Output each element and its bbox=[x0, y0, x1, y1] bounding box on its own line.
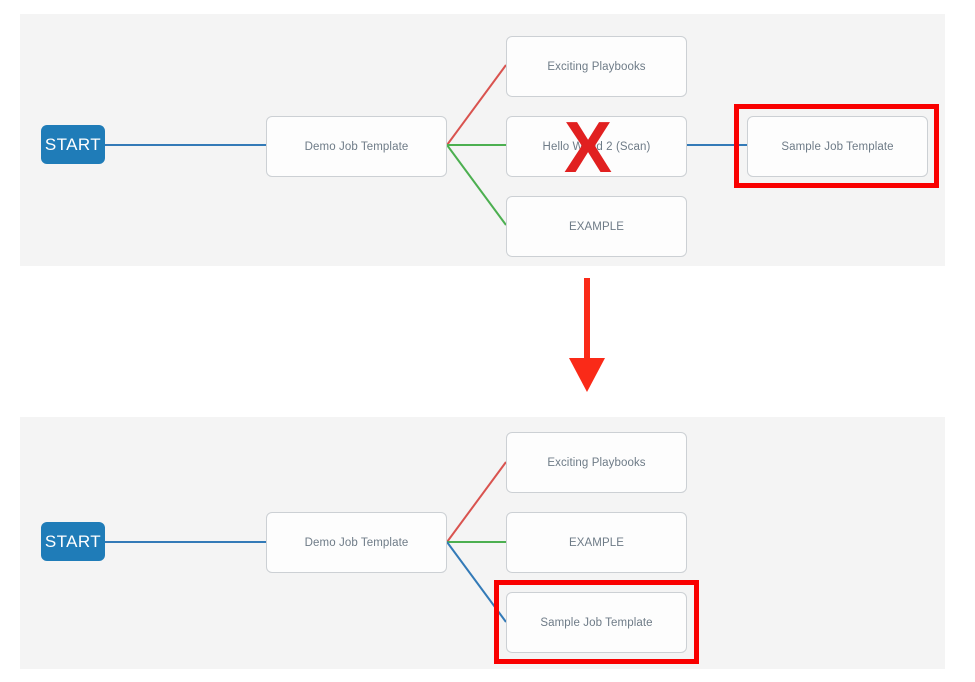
start-node-label: START bbox=[44, 134, 102, 154]
highlight-box-sample-job-template-before bbox=[734, 104, 939, 188]
node-demo-job-template-after[interactable]: Demo Job Template bbox=[266, 512, 447, 573]
node-label: Sample Job Template bbox=[540, 616, 653, 629]
node-hello-world-2-scan-before[interactable]: Hello World 2 (Scan) bbox=[506, 116, 687, 177]
start-node-before[interactable]: START bbox=[41, 125, 105, 164]
start-node-label: START bbox=[44, 531, 102, 551]
node-label: EXAMPLE bbox=[568, 220, 625, 233]
edge-demo-to-example bbox=[446, 144, 507, 226]
node-label: Demo Job Template bbox=[304, 140, 409, 153]
node-label: Demo Job Template bbox=[304, 536, 409, 549]
node-exciting-playbooks-after[interactable]: Exciting Playbooks bbox=[506, 432, 687, 493]
node-label: Exciting Playbooks bbox=[547, 456, 646, 469]
node-label: Exciting Playbooks bbox=[547, 60, 646, 73]
node-label: Hello World 2 (Scan) bbox=[542, 140, 651, 153]
edge-demo-to-exciting bbox=[446, 64, 507, 146]
node-label: EXAMPLE bbox=[568, 536, 625, 549]
workflow-panel-after: START Demo Job Template Exciting Playboo… bbox=[20, 417, 945, 669]
delete-x-mark-icon: X bbox=[564, 108, 613, 188]
node-label: Sample Job Template bbox=[781, 140, 894, 153]
node-example-after[interactable]: EXAMPLE bbox=[506, 512, 687, 573]
node-example-before[interactable]: EXAMPLE bbox=[506, 196, 687, 257]
edge-demo-to-exciting bbox=[446, 461, 507, 543]
workflow-edges-after bbox=[105, 461, 507, 623]
start-node-after[interactable]: START bbox=[41, 522, 105, 561]
node-demo-job-template-before[interactable]: Demo Job Template bbox=[266, 116, 447, 177]
node-exciting-playbooks-before[interactable]: Exciting Playbooks bbox=[506, 36, 687, 97]
node-sample-job-template-before[interactable]: Sample Job Template bbox=[747, 116, 928, 177]
down-arrow-icon bbox=[569, 278, 605, 392]
node-sample-job-template-after[interactable]: Sample Job Template bbox=[506, 592, 687, 653]
workflow-panel-before: START Demo Job Template Exciting Playboo… bbox=[20, 14, 945, 266]
highlight-box-sample-job-template-after bbox=[494, 580, 699, 664]
